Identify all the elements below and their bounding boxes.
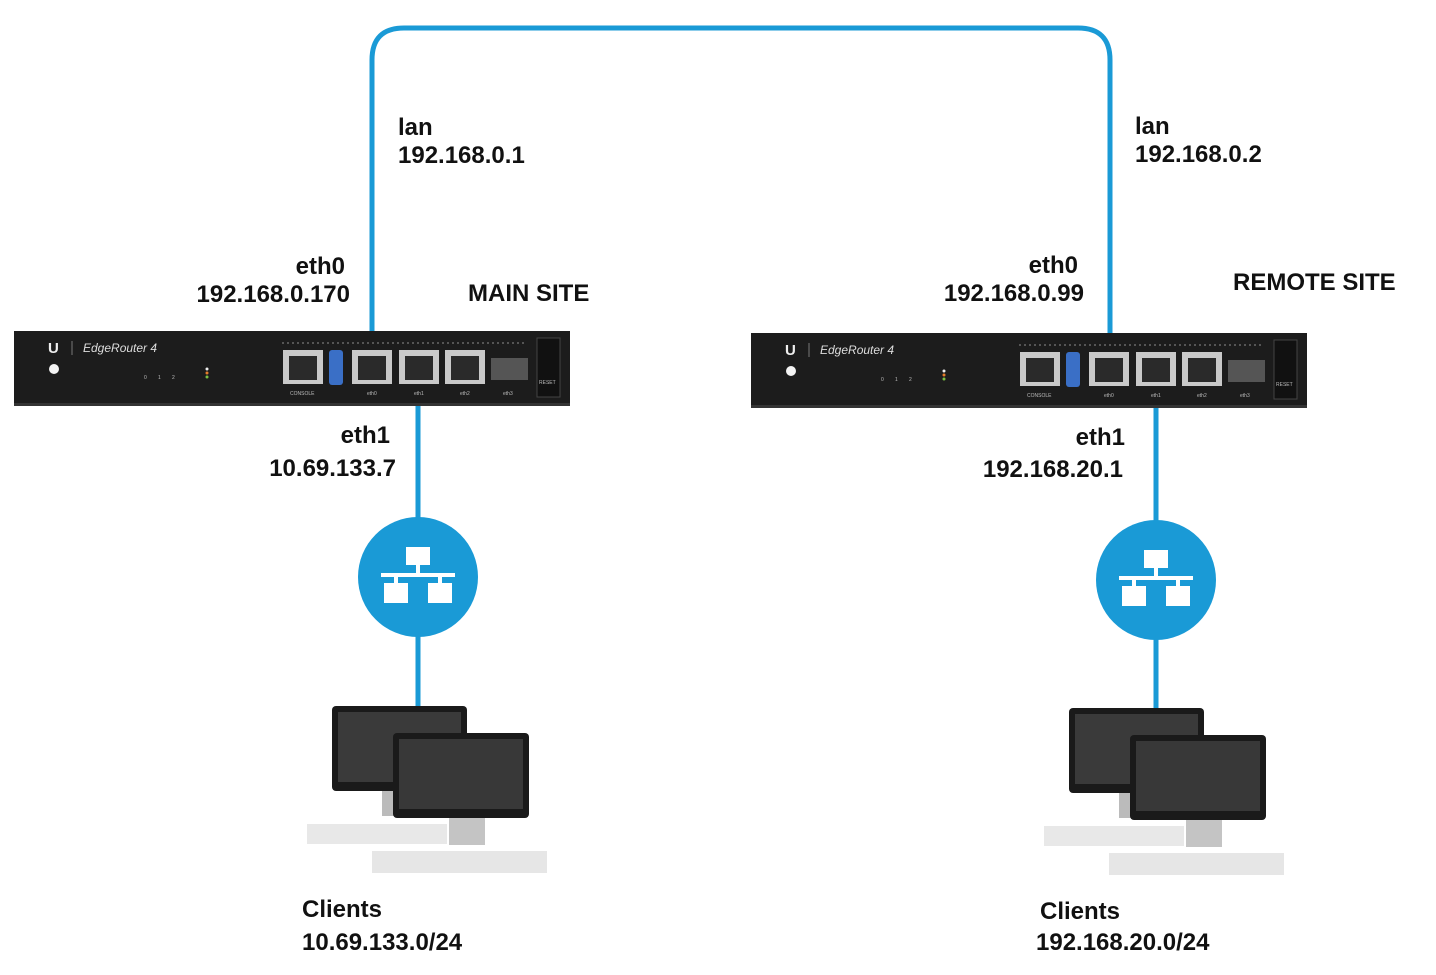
port-eth0-label: eth0 — [367, 391, 377, 397]
port-eth2-label: eth2 — [460, 391, 470, 397]
led-2: 2 — [909, 377, 912, 383]
main-clients-icon — [307, 706, 547, 873]
led-1: 1 — [158, 375, 161, 381]
remote-router: EdgeRouter 4 0 1 2 CONSOLE eth0 eth1 eth… — [750, 332, 1308, 409]
reset-label: RESET — [539, 380, 556, 386]
led-0: 0 — [144, 375, 147, 381]
main-clients-label: Clients — [302, 896, 383, 923]
router-model: EdgeRouter 4 — [820, 343, 894, 357]
led-2: 2 — [172, 375, 175, 381]
remote-site-title: REMOTE SITE — [1233, 269, 1396, 296]
main-router: EdgeRouter 4 0 1 2 CONSOLE eth0 eth1 eth… — [13, 330, 571, 407]
main-eth1-name: eth1 — [340, 422, 390, 449]
main-eth1-ip: 10.69.133.7 — [269, 455, 396, 482]
main-clients-subnet: 10.69.133.0/24 — [302, 929, 463, 956]
port-eth2-label: eth2 — [1197, 393, 1207, 399]
port-eth1-label: eth1 — [414, 391, 424, 397]
remote-clients-icon — [1044, 708, 1284, 875]
lan-link — [369, 25, 1113, 346]
port-console-label: CONSOLE — [290, 391, 315, 397]
remote-lan-ip: 192.168.0.2 — [1135, 141, 1262, 168]
reset-label: RESET — [1276, 382, 1293, 388]
remote-eth1-name: eth1 — [1075, 424, 1125, 451]
router-model: EdgeRouter 4 — [83, 341, 157, 355]
main-switch-icon — [358, 517, 478, 637]
remote-clients-label: Clients — [1040, 898, 1121, 925]
remote-switch-icon — [1096, 520, 1216, 640]
port-eth3-label: eth3 — [1240, 393, 1250, 399]
main-lan-name: lan — [398, 114, 433, 141]
remote-eth0-name: eth0 — [1028, 252, 1078, 279]
port-eth0-label: eth0 — [1104, 393, 1114, 399]
port-console-label: CONSOLE — [1027, 393, 1052, 399]
led-1: 1 — [895, 377, 898, 383]
main-eth0-name: eth0 — [295, 253, 345, 280]
port-eth3-label: eth3 — [503, 391, 513, 397]
main-eth0-ip: 192.168.0.170 — [196, 281, 350, 308]
port-eth1-label: eth1 — [1151, 393, 1161, 399]
led-0: 0 — [881, 377, 884, 383]
main-site-title: MAIN SITE — [468, 280, 590, 307]
main-lan-ip: 192.168.0.1 — [398, 142, 525, 169]
remote-eth1-ip: 192.168.20.1 — [982, 456, 1123, 483]
remote-lan-name: lan — [1135, 113, 1170, 140]
remote-clients-subnet: 192.168.20.0/24 — [1036, 929, 1210, 956]
remote-eth0-ip: 192.168.0.99 — [943, 280, 1084, 307]
